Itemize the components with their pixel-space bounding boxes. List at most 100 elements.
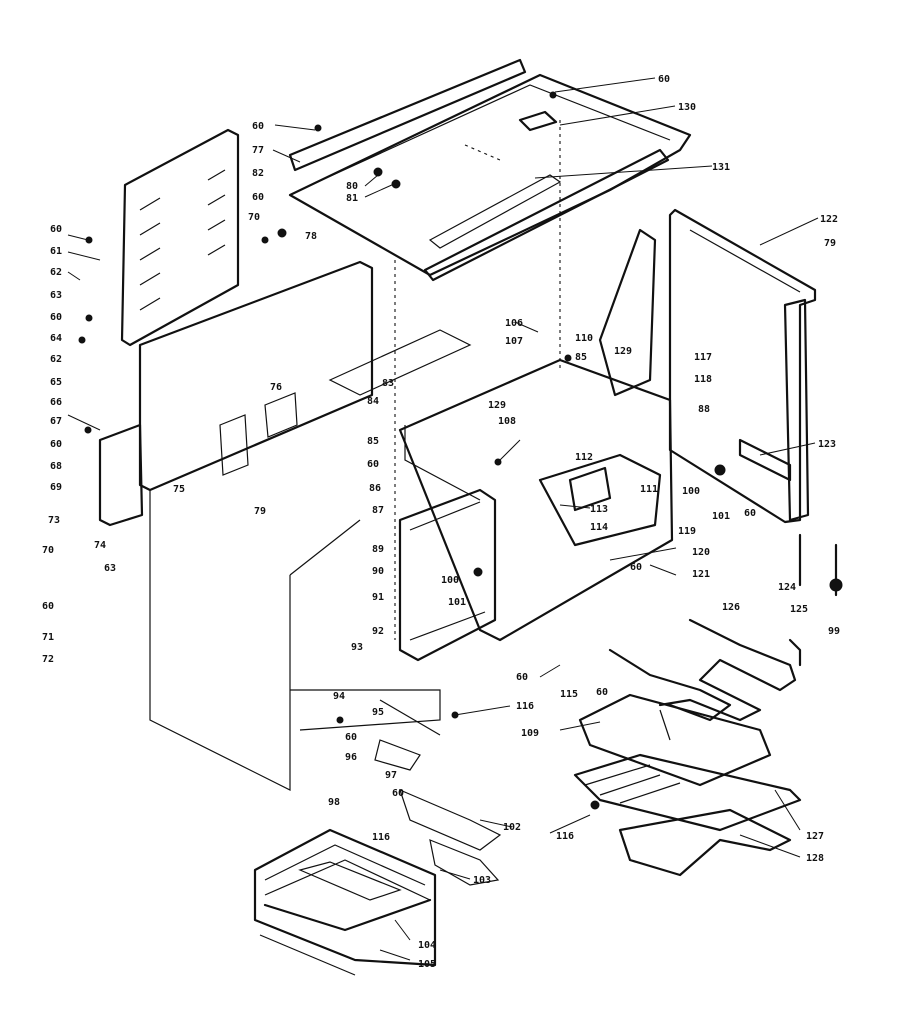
callout-label: 110 <box>575 333 593 344</box>
callout-label: 60 <box>744 508 756 519</box>
callout-label: 84 <box>367 396 379 407</box>
callout-label: 76 <box>270 382 282 393</box>
callout-label: 93 <box>351 642 363 653</box>
callout-label: 62 <box>50 267 62 278</box>
broiler-drawer <box>253 828 437 976</box>
callout-label: 130 <box>678 102 696 113</box>
callout-label: 60 <box>50 224 62 235</box>
callout-label: 109 <box>521 728 539 739</box>
callout-label: 60 <box>516 672 528 683</box>
callout-label: 65 <box>50 377 62 388</box>
left-side-panel <box>120 128 240 347</box>
callout-label: 67 <box>50 416 62 427</box>
oven-cavity <box>328 120 674 662</box>
fasteners <box>78 91 600 810</box>
callout-label: 121 <box>692 569 710 580</box>
callout-label: 80 <box>346 181 358 192</box>
callout-label: 79 <box>824 238 836 249</box>
callout-label: 101 <box>712 511 730 522</box>
callout-label: 82 <box>252 168 264 179</box>
callout-label: 61 <box>50 246 62 257</box>
callout-label: 125 <box>790 604 808 615</box>
callout-label: 75 <box>173 484 185 495</box>
callout-label: 60 <box>596 687 608 698</box>
callout-label: 91 <box>372 592 384 603</box>
callout-label: 60 <box>252 121 264 132</box>
callout-label: 100 <box>682 486 700 497</box>
rear-panel <box>668 208 817 524</box>
callout-label: 103 <box>473 875 491 886</box>
leader-lines <box>67 77 819 961</box>
callout-label: 129 <box>488 400 506 411</box>
callout-label: 73 <box>48 515 60 526</box>
callout-label: 63 <box>50 290 62 301</box>
callout-label: 60 <box>630 562 642 573</box>
lower-cabinet <box>290 689 502 886</box>
callout-label: 90 <box>372 566 384 577</box>
callout-label: 60 <box>42 601 54 612</box>
callout-label: 71 <box>42 632 54 643</box>
callout-label: 124 <box>778 582 796 593</box>
callout-label: 122 <box>820 214 838 225</box>
callout-label: 96 <box>345 752 357 763</box>
callout-label: 100 <box>441 575 459 586</box>
callout-label: 131 <box>712 162 730 173</box>
callout-label: 60 <box>658 74 670 85</box>
callout-label: 106 <box>505 318 523 329</box>
callout-label: 101 <box>448 597 466 608</box>
top-panel <box>288 58 692 282</box>
broil-pan <box>573 693 802 877</box>
callout-label: 113 <box>590 504 608 515</box>
callout-label: 108 <box>498 416 516 427</box>
callout-label: 83 <box>382 378 394 389</box>
callout-label: 126 <box>722 602 740 613</box>
callout-label: 72 <box>42 654 54 665</box>
callout-label: 118 <box>694 374 712 385</box>
callout-label: 111 <box>640 484 658 495</box>
callout-label: 78 <box>305 231 317 242</box>
callout-label: 92 <box>372 626 384 637</box>
callout-label: 97 <box>385 770 397 781</box>
callout-label: 128 <box>806 853 824 864</box>
callout-label: 102 <box>503 822 521 833</box>
callout-label: 116 <box>556 831 574 842</box>
callout-label: 74 <box>94 540 106 551</box>
callout-label: 119 <box>678 526 696 537</box>
callout-label: 94 <box>333 691 345 702</box>
callout-label: 116 <box>372 832 390 843</box>
callout-label: 123 <box>818 439 836 450</box>
callout-label: 66 <box>50 397 62 408</box>
callout-label: 99 <box>828 626 840 637</box>
callout-label: 77 <box>252 145 264 156</box>
callout-label: 98 <box>328 797 340 808</box>
callout-label: 60 <box>367 459 379 470</box>
callout-label: 104 <box>418 940 436 951</box>
legs <box>798 533 843 597</box>
callout-label: 64 <box>50 333 62 344</box>
callout-label: 81 <box>346 193 358 204</box>
callout-label: 85 <box>367 436 379 447</box>
callout-label: 60 <box>252 192 264 203</box>
callout-label: 60 <box>345 732 357 743</box>
callout-label: 127 <box>806 831 824 842</box>
callout-label: 120 <box>692 547 710 558</box>
heating-element <box>608 618 802 741</box>
callout-label: 69 <box>50 482 62 493</box>
callout-label: 79 <box>254 506 266 517</box>
callout-label: 60 <box>50 312 62 323</box>
callout-label: 85 <box>575 352 587 363</box>
callout-label: 89 <box>372 544 384 555</box>
callout-label: 87 <box>372 505 384 516</box>
callout-label: 63 <box>104 563 116 574</box>
callout-label: 60 <box>50 439 62 450</box>
callout-label: 107 <box>505 336 523 347</box>
callout-label: 112 <box>575 452 593 463</box>
callout-label: 116 <box>516 701 534 712</box>
callout-label: 68 <box>50 461 62 472</box>
callout-label: 62 <box>50 354 62 365</box>
callout-label: 70 <box>42 545 54 556</box>
callout-label: 70 <box>248 212 260 223</box>
